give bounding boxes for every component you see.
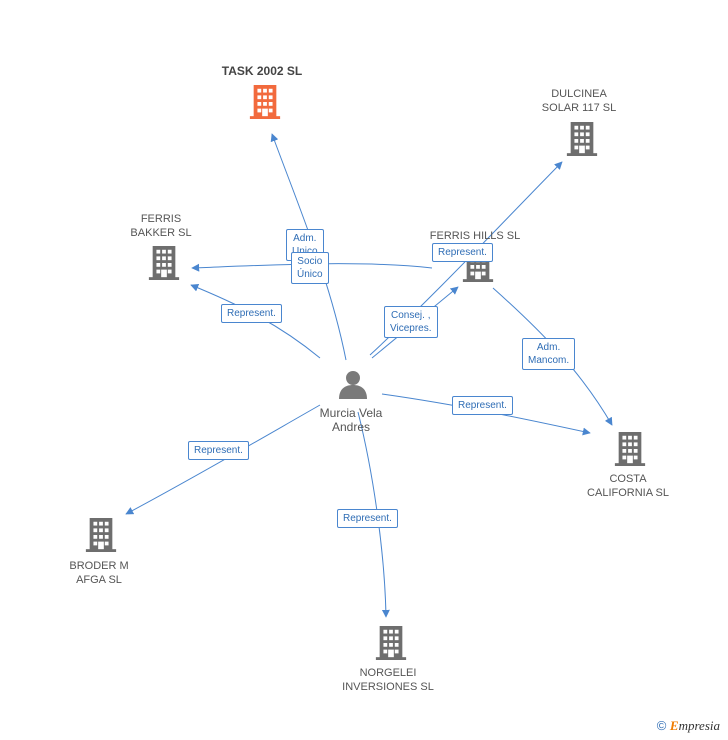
node-label-line: CALIFORNIA SL bbox=[587, 487, 669, 499]
node-label-dulcinea[interactable]: DULCINEA SOLAR 117 SL bbox=[542, 87, 616, 115]
node-label-line: Andres bbox=[331, 420, 371, 434]
building-icon-costa[interactable] bbox=[614, 432, 646, 466]
node-label-line: DULCINEA bbox=[551, 88, 607, 100]
node-label-line: NORGELEI bbox=[359, 667, 417, 679]
edge-label-adm-mancom[interactable]: Adm. Mancom. bbox=[522, 338, 576, 370]
node-label-ferris-hills[interactable]: FERRIS HILLS SL bbox=[429, 230, 521, 242]
edge-label-represent-costa[interactable]: Represent. bbox=[452, 396, 513, 415]
edge-label-line: Mancom. bbox=[528, 355, 570, 366]
copyright-icon: © bbox=[656, 718, 667, 733]
edge-label-line: Único bbox=[297, 269, 323, 280]
node-label-line: SOLAR 117 SL bbox=[541, 102, 617, 114]
node-label-line: BRODER M bbox=[69, 560, 129, 572]
node-label-line: COSTA bbox=[609, 473, 647, 485]
edge-person-broder bbox=[125, 404, 321, 515]
node-label-task2002[interactable]: TASK 2002 SL bbox=[221, 64, 303, 78]
edge-label-line: Socio bbox=[297, 256, 323, 267]
footer-brand[interactable]: © Empresia bbox=[657, 718, 720, 734]
building-icon-task2002[interactable] bbox=[249, 85, 281, 119]
node-label-person[interactable]: Murcia Vela Andres bbox=[320, 406, 383, 434]
node-label-line: BAKKER SL bbox=[130, 227, 192, 239]
edge-label-represent-bakker[interactable]: Represent. bbox=[221, 304, 282, 323]
edge-label-consej-vicepres[interactable]: Consej. , Vicepres. bbox=[384, 306, 438, 338]
edge-label-line: Adm. bbox=[536, 342, 561, 353]
node-label-norgelei[interactable]: NORGELEI INVERSIONES SL bbox=[342, 666, 434, 694]
node-label-line: FERRIS bbox=[140, 213, 182, 225]
node-label-line: INVERSIONES SL bbox=[342, 681, 434, 693]
building-icon-ferris-bakker[interactable] bbox=[148, 246, 180, 280]
building-icon-norgelei[interactable] bbox=[375, 626, 407, 660]
edge-label-line: Consej. , bbox=[391, 310, 431, 321]
edge-label-line: Adm. bbox=[293, 233, 317, 244]
edge-label-line: Vicepres. bbox=[390, 323, 432, 334]
brand-initial: E bbox=[669, 718, 679, 733]
node-label-ferris-bakker[interactable]: FERRIS BAKKER SL bbox=[130, 212, 191, 240]
edge-label-line: Unico bbox=[292, 245, 318, 258]
node-label-line: AFGA SL bbox=[76, 574, 122, 586]
building-icon-broder[interactable] bbox=[85, 518, 117, 552]
building-icon-dulcinea[interactable] bbox=[566, 122, 598, 156]
edge-label-represent-hills[interactable]: Represent. bbox=[432, 243, 493, 262]
person-icon[interactable] bbox=[339, 371, 367, 399]
node-label-costa[interactable]: COSTA CALIFORNIA SL bbox=[587, 472, 669, 500]
edge-label-socio-unico[interactable]: Socio Único bbox=[291, 252, 329, 284]
brand-rest: mpresia bbox=[678, 718, 720, 733]
brand-logo: Empresia bbox=[670, 718, 720, 733]
edge-label-represent-broder[interactable]: Represent. bbox=[188, 441, 249, 460]
node-label-broder[interactable]: BRODER M AFGA SL bbox=[69, 559, 128, 587]
edge-label-represent-norgelei[interactable]: Represent. bbox=[337, 509, 398, 528]
node-label-line: Murcia Vela bbox=[319, 406, 383, 420]
